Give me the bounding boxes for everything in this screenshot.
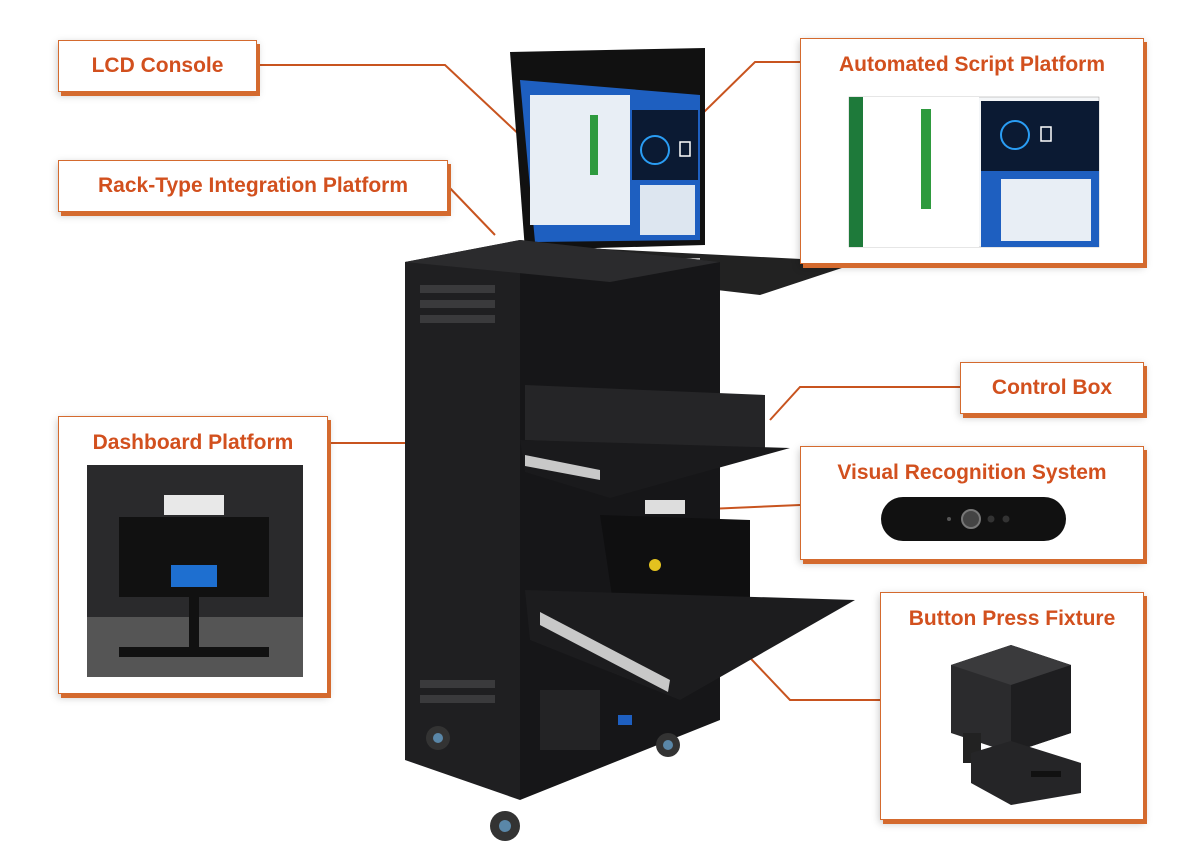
fixture-image (951, 645, 1081, 805)
software-screenshot-image (848, 96, 1100, 248)
label-dashboard-platform: Dashboard Platform (92, 431, 294, 454)
leader-lcd-console (256, 64, 526, 141)
label-control-box: Control Box (960, 362, 1144, 414)
label-lcd-console: LCD Console (58, 40, 257, 92)
dashboard-image (87, 465, 303, 677)
label-automated-script-platform: Automated Script Platform (838, 53, 1106, 76)
label-button-press-fixture: Button Press Fixture (908, 607, 1116, 630)
label-visual-recognition-system: Visual Recognition System (837, 461, 1107, 484)
leader-rack-type (446, 184, 496, 236)
camera-image (881, 497, 1066, 541)
monitor-image (510, 48, 705, 250)
panel-dashboard-platform: Dashboard Platform (58, 416, 328, 694)
label-rack-type-integration-platform: Rack-Type Integration Platform (58, 160, 448, 212)
panel-button-press-fixture: Button Press Fixture (880, 592, 1144, 820)
panel-automated-script-platform: Automated Script Platform (800, 38, 1144, 264)
panel-visual-recognition-system: Visual Recognition System (800, 446, 1144, 560)
leader-control-box (769, 386, 960, 421)
